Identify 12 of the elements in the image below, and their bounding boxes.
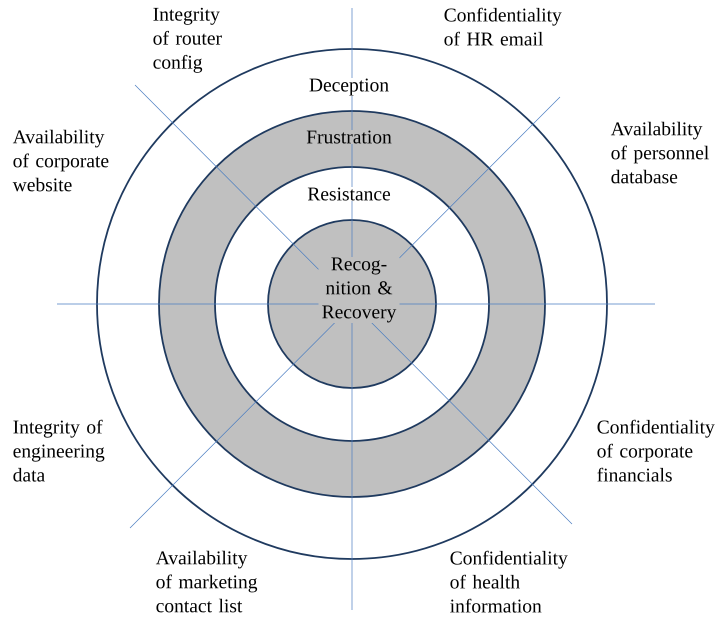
ring-label: Frustration [306,130,392,144]
ring-label: Resistance [306,186,392,202]
sector-label: Confidentiality of HR email [444,8,562,46]
ring-label: Recog- nition & Recovery [318,257,400,323]
ring-label: Deception [308,78,390,96]
sector-label: Integrity of router config [153,8,222,73]
sector-label: Integrity of engineering data [13,420,104,482]
sector-label: Availability of personnel database [610,122,709,184]
sector-label: Confidentiality of health information [450,550,568,613]
sector-label: Availability of marketing contact list [156,550,258,612]
sector-label: Confidentiality of corporate financials [597,420,715,482]
sector-label: Availability of corporate website [12,130,108,192]
